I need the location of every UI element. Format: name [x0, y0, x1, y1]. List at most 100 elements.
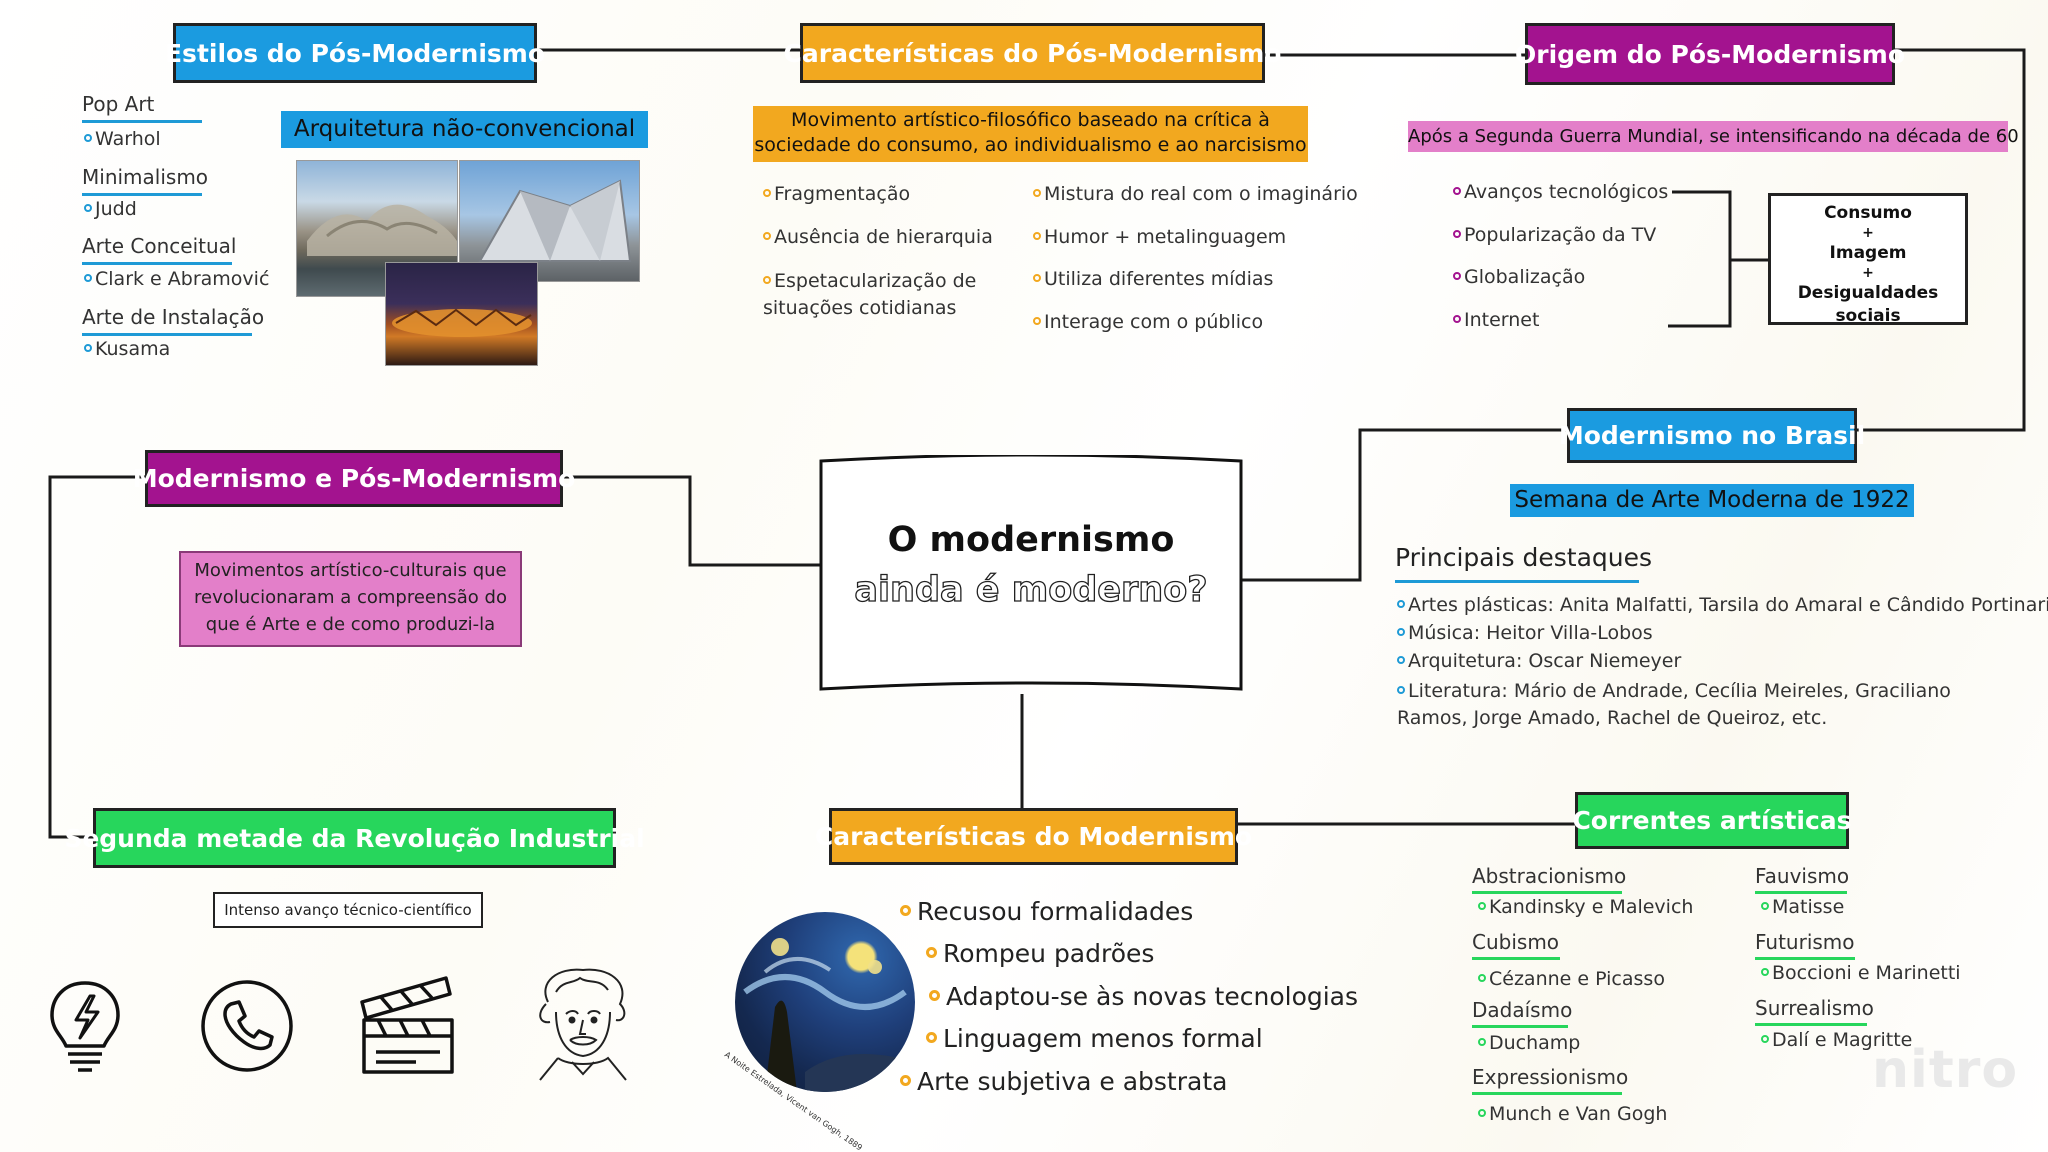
corrente-artists: Cézanne e Picasso	[1478, 968, 1665, 990]
caracteristica-mod-item: Adaptou-se às novas tecnologias	[929, 982, 1358, 1011]
bullet-icon	[900, 905, 911, 916]
modernismo-brasil-title: Modernismo no Brasil	[1567, 408, 1857, 463]
bullet-icon	[84, 344, 92, 352]
origem-item-text: Popularização da TV	[1464, 224, 1656, 246]
corrente-name: Cubismo	[1472, 930, 1559, 954]
corrente-artists-text: Duchamp	[1489, 1032, 1580, 1054]
caracteristica-mod-text: Recusou formalidades	[917, 897, 1193, 926]
corrente-artists-text: Matisse	[1772, 896, 1844, 918]
caracteristicas-pos-description: Movimento artístico-filosófico baseado n…	[753, 106, 1308, 162]
bullet-icon	[1453, 187, 1461, 195]
bullet-icon	[1397, 656, 1405, 664]
corrente-underline	[1472, 1092, 1622, 1095]
corrente-underline	[1472, 891, 1622, 894]
caracteristica-mod-item: Rompeu padrões	[926, 939, 1154, 968]
caracteristica-pos-text: Utiliza diferentes mídias	[1044, 268, 1273, 290]
caracteristica-pos-item: Ausência de hierarquia	[763, 226, 993, 248]
corrente-underline	[1755, 957, 1855, 960]
destaque-item: Artes plásticas: Anita Malfatti, Tarsila…	[1397, 594, 2048, 616]
caracteristica-mod-item: Linguagem menos formal	[926, 1024, 1263, 1053]
corrente-name: Abstracionismo	[1472, 864, 1626, 888]
birdsnest-shape	[386, 263, 538, 366]
connector-modpos-revolucao	[50, 477, 145, 837]
estilo-artist-kusama: Kusama	[84, 338, 170, 360]
corrente-name: Surrealismo	[1755, 996, 1874, 1020]
semana-label: Semana de Arte Moderna de 1922	[1510, 484, 1914, 517]
mod-pos-text: Movimentos artístico-culturais que revol…	[179, 551, 522, 647]
bullet-icon	[1478, 1038, 1486, 1046]
corrente-artists: Boccioni e Marinetti	[1761, 962, 1961, 984]
bullet-icon	[1478, 974, 1486, 982]
origem-item-text: Internet	[1464, 309, 1539, 331]
estilo-artist-text: Kusama	[95, 338, 170, 360]
corrente-name: Expressionismo	[1472, 1065, 1628, 1089]
bullet-icon	[84, 204, 92, 212]
result-line: +	[1771, 265, 1965, 282]
caracteristica-pos-text: Mistura do real com o imaginário	[1044, 183, 1358, 205]
origem-item: Internet	[1453, 309, 1539, 331]
result-line: Desigualdades sociais	[1771, 282, 1965, 328]
corrente-underline	[1472, 1025, 1568, 1028]
correntes-title: Correntes artísticas	[1575, 792, 1849, 849]
origem-note: Após a Segunda Guerra Mundial, se intens…	[1408, 121, 2008, 152]
clapperboard-icon	[356, 972, 456, 1078]
caracteristica-pos-item: Fragmentação	[763, 183, 910, 205]
mod-pos-title: Modernismo e Pós-Modernismo	[145, 450, 563, 507]
bullet-icon	[1453, 230, 1461, 238]
bullet-icon	[1761, 1035, 1769, 1043]
starry-night-swirls	[735, 912, 915, 1092]
estilo-underline-popart	[82, 120, 202, 123]
destaque-item: Música: Heitor Villa-Lobos	[1397, 622, 1653, 644]
destaques-underline	[1395, 580, 1639, 583]
estilo-name-popart: Pop Art	[82, 92, 154, 116]
destaque-item: Arquitetura: Oscar Niemeyer	[1397, 650, 1681, 672]
center-box: O modernismo ainda é moderno?	[818, 455, 1244, 695]
corrente-artists: Matisse	[1761, 896, 1844, 918]
origem-item: Globalização	[1453, 266, 1585, 288]
corrente-artists-text: Boccioni e Marinetti	[1772, 962, 1961, 984]
center-title-line1: O modernismo	[818, 520, 1244, 560]
caracteristica-mod-text: Arte subjetiva e abstrata	[917, 1067, 1227, 1096]
estilo-artist-judd: Judd	[84, 198, 137, 220]
origem-item: Popularização da TV	[1453, 224, 1656, 246]
bullet-icon	[84, 274, 92, 282]
corrente-artists-text: Cézanne e Picasso	[1489, 968, 1665, 990]
caracteristica-mod-item: Arte subjetiva e abstrata	[900, 1067, 1227, 1096]
caracteristica-pos-item: Utiliza diferentes mídias	[1033, 268, 1273, 290]
bullet-icon	[926, 1032, 937, 1043]
corrente-name: Futurismo	[1755, 930, 1855, 954]
destaque-text: Arquitetura: Oscar Niemeyer	[1408, 650, 1681, 672]
corrente-artists-text: Munch e Van Gogh	[1489, 1103, 1667, 1125]
origem-result-box: Consumo + Imagem + Desigualdades sociais	[1768, 193, 1968, 325]
estilo-artist-clark: Clark e Abramović	[84, 268, 269, 290]
caracteristica-pos-item: Espetacularização de situações cotidiana…	[763, 268, 993, 322]
bullet-icon	[1033, 232, 1041, 240]
corrente-artists: Duchamp	[1478, 1032, 1580, 1054]
caracteristica-pos-item: Mistura do real com o imaginário	[1033, 183, 1358, 205]
bullet-icon	[900, 1075, 911, 1086]
estilo-artist-text: Clark e Abramović	[95, 268, 269, 290]
estilo-name-instalacao: Arte de Instalação	[82, 305, 264, 329]
connector-modpos-center	[563, 477, 820, 565]
caracteristica-pos-text: Humor + metalinguagem	[1044, 226, 1286, 248]
corrente-artists: Kandinsky e Malevich	[1478, 896, 1693, 918]
caracteristica-pos-text: Espetacularização de situações cotidiana…	[763, 270, 976, 319]
starry-night-painting	[735, 912, 915, 1092]
destaque-text: Artes plásticas: Anita Malfatti, Tarsila…	[1408, 594, 2048, 616]
center-title-line2: ainda é moderno?	[818, 570, 1244, 610]
caracteristica-pos-item: Humor + metalinguagem	[1033, 226, 1286, 248]
arquitetura-label: Arquitetura não-convencional	[281, 111, 648, 148]
estilo-artist-warhol: Warhol	[84, 128, 161, 150]
bullet-icon	[1033, 274, 1041, 282]
estilo-underline-arteconceitual	[82, 262, 232, 265]
caracteristica-pos-text: Interage com o público	[1044, 311, 1263, 333]
bullet-icon	[1397, 600, 1405, 608]
origem-item: Avanços tecnológicos	[1453, 181, 1668, 203]
estilos-pos-title: Estilos do Pós-Modernismo	[173, 23, 537, 83]
estilo-name-arteconceitual: Arte Conceitual	[82, 234, 236, 258]
corrente-underline	[1472, 957, 1560, 960]
bullet-icon	[929, 990, 940, 1001]
corrente-artists-text: Kandinsky e Malevich	[1489, 896, 1693, 918]
bullet-icon	[763, 232, 771, 240]
bullet-icon	[1453, 315, 1461, 323]
